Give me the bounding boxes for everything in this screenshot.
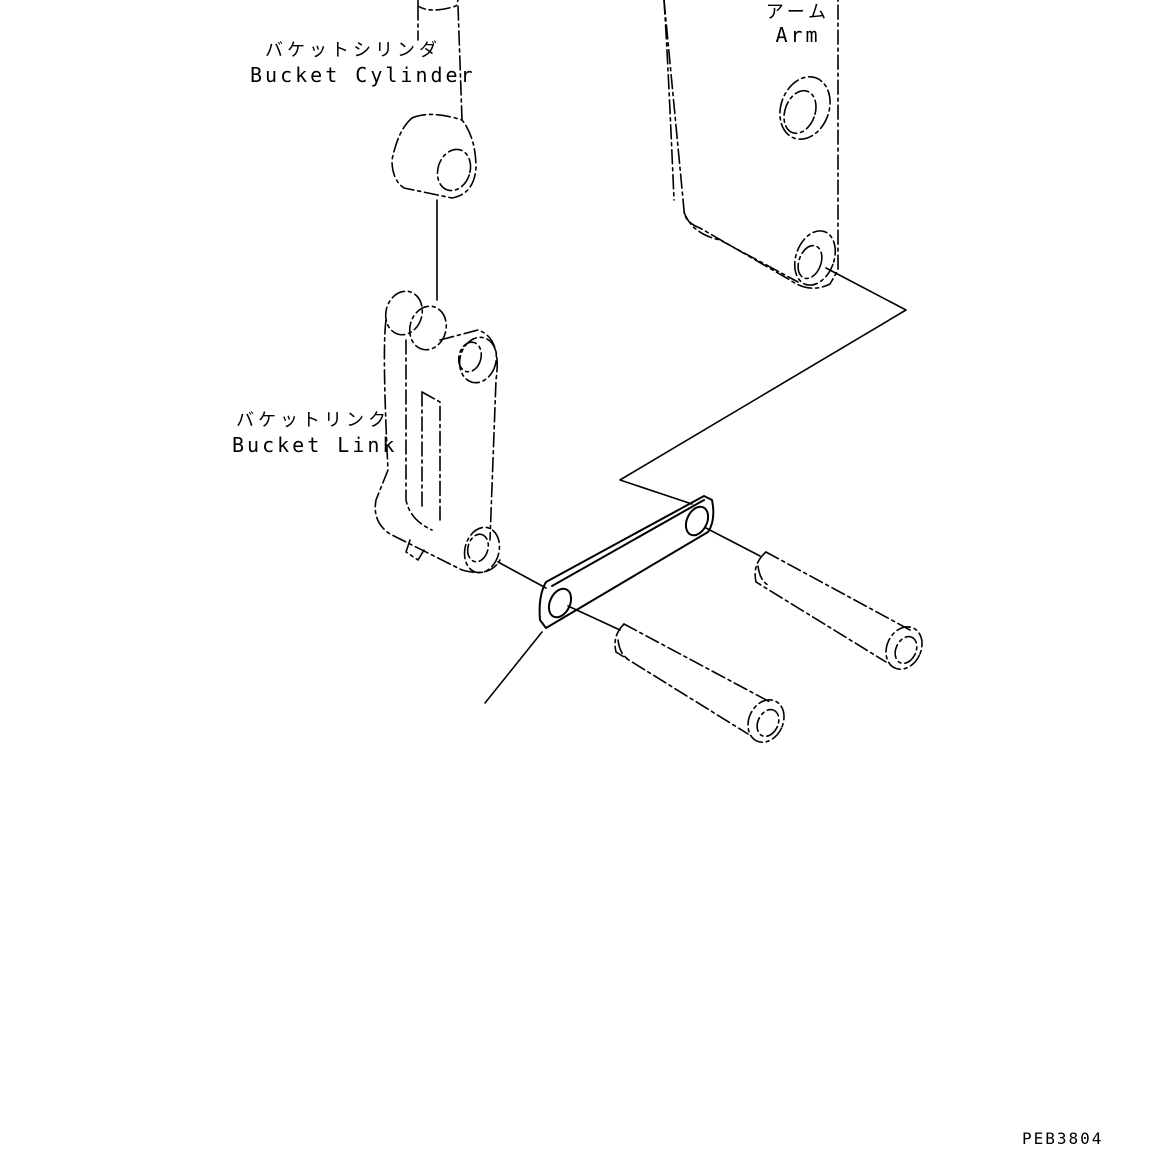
- plate-callout-leader: [484, 631, 543, 704]
- plate-to-pin1-leader: [567, 605, 621, 631]
- bucket-cylinder-part: [391, 0, 477, 199]
- bucket-cylinder-label-jp: バケットシリンダ: [265, 40, 441, 61]
- bucket-link-label-jp: バケットリンク: [236, 410, 390, 431]
- arm-label-en: Arm: [775, 23, 821, 47]
- bucket-link-label-en: Bucket Link: [232, 433, 398, 457]
- bucket-link-part: [374, 290, 501, 574]
- pin-2-part: [754, 551, 923, 670]
- arm-part: [663, 0, 839, 289]
- arm-to-plate-leader: [619, 267, 907, 505]
- drawing-code: PEB3804: [1022, 1129, 1104, 1148]
- link-to-plate-leader: [497, 561, 547, 589]
- link-plate-part: [538, 495, 715, 629]
- arm-label-jp: アーム: [765, 2, 831, 23]
- bucket-cylinder-label-en: Bucket Cylinder: [250, 63, 476, 87]
- plate-to-pin2-leader: [705, 527, 761, 557]
- pin-1-part: [614, 623, 785, 743]
